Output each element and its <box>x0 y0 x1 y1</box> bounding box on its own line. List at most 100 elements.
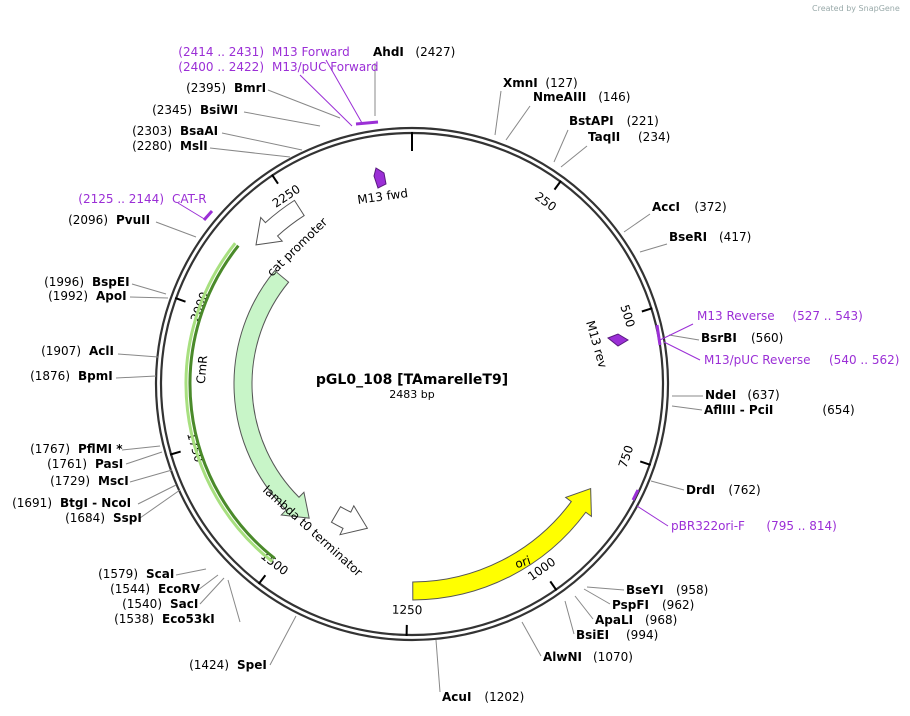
m13-fwd-glyph <box>373 167 387 189</box>
tick-mark <box>257 574 267 585</box>
site-position: (221) <box>627 114 659 128</box>
site-bseyi: BseYI (958) <box>586 583 708 597</box>
primer-m13-puc-reverse: M13/pUC Reverse(540 .. 562) <box>663 341 899 367</box>
tick-mark <box>174 296 186 303</box>
site-pasi: PasI(1761) <box>47 451 163 471</box>
primer-bar <box>631 489 640 501</box>
site-position: (1424) <box>189 658 229 672</box>
site-position: (146) <box>598 90 630 104</box>
site-connector <box>574 595 594 620</box>
site-afliii: AflIII - PciI(654) <box>671 403 855 417</box>
site-name: ScaI <box>146 567 174 581</box>
site-connector <box>129 296 169 299</box>
cmr-outline <box>188 244 276 560</box>
site-name: BsiEI <box>576 628 609 642</box>
site-connector <box>137 484 177 505</box>
site-connector <box>435 639 441 693</box>
cmr-highlight <box>184 242 274 563</box>
site-position: (2345) <box>152 103 192 117</box>
site-name: AcuI <box>442 690 471 704</box>
site-position: (1579) <box>98 567 138 581</box>
site-position: (1767) <box>30 442 70 456</box>
site-name: BpmI <box>78 369 113 383</box>
site-name: SpeI <box>237 658 267 672</box>
site-connector <box>269 615 297 666</box>
site-name: BsaAI <box>180 124 218 138</box>
primer-range: (795 .. 814) <box>766 519 836 533</box>
site-position: (372) <box>694 200 726 214</box>
site-name: PspFI <box>612 598 649 612</box>
site-position: (560) <box>751 331 783 345</box>
primer-annotations: M13 Forward(2414 .. 2431)M13/pUC Forward… <box>78 45 899 533</box>
site-taqii: TaqII(234) <box>560 130 670 168</box>
primer-range: (2400 .. 2422) <box>178 60 264 74</box>
tick-label: 750 <box>616 444 637 470</box>
site-connector <box>227 579 241 623</box>
site-position: (1729) <box>50 474 90 488</box>
site-eco53ki: Eco53kI (1538) <box>114 579 241 626</box>
site-pflmi: PflMI *(1767) <box>30 442 161 456</box>
plasmid-name: pGL0_108 [TAmarelleT9] <box>316 372 508 388</box>
site-name: AflIII - PciI <box>704 403 773 417</box>
primer-connector <box>177 202 207 221</box>
site-position: (1544) <box>110 582 150 596</box>
feature-arrow-2 <box>330 504 369 536</box>
primer-cat-r: CAT-R(2125 .. 2144) <box>78 192 214 221</box>
primer-bar <box>655 324 662 346</box>
site-name: BseYI <box>626 583 664 597</box>
site-position: (417) <box>719 230 751 244</box>
site-name: BtgI - NcoI <box>60 496 131 510</box>
site-drdi: DrdI(762) <box>650 480 761 497</box>
site-connector <box>125 451 163 465</box>
site-name: AccI <box>652 200 680 214</box>
site-position: (1538) <box>114 612 154 626</box>
tick-mark <box>271 173 279 185</box>
site-connector <box>583 588 611 605</box>
site-connector <box>139 489 181 519</box>
site-acli: AclI(1907) <box>41 344 159 358</box>
feature-arrow-0 <box>255 199 305 246</box>
site-bstapi: BstAPI(221) <box>553 114 659 163</box>
site-connector <box>209 147 291 158</box>
site-name: TaqII <box>588 130 620 144</box>
site-connector <box>221 132 303 151</box>
primer-bar <box>355 120 379 126</box>
primer-range: (2414 .. 2431) <box>178 45 264 59</box>
site-position: (958) <box>676 583 708 597</box>
site-connector <box>521 621 542 657</box>
tick-mark <box>639 460 651 466</box>
site-connector <box>553 129 569 163</box>
site-connector <box>586 586 625 591</box>
site-bseri: BseRI(417) <box>639 230 751 253</box>
site-position: (2303) <box>132 124 172 138</box>
site-position: (1070) <box>593 650 633 664</box>
primer-connector <box>325 59 363 124</box>
site-connector <box>494 90 502 136</box>
site-position: (1761) <box>47 457 87 471</box>
site-position: (2395) <box>186 81 226 95</box>
site-connector <box>671 405 703 411</box>
site-bsiei: BsiEI(994) <box>564 600 658 642</box>
primer-m13-forward: M13 Forward (2414 .. 2431) <box>178 45 379 126</box>
site-connector <box>131 283 167 295</box>
site-bmri: BmrI(2395) <box>186 81 341 119</box>
site-bspei: BspEI(1996) <box>44 275 167 295</box>
site-btgi: BtgI - NcoI(1691) <box>12 484 177 510</box>
site-name: AlwNI <box>543 650 582 664</box>
site-connector <box>650 480 685 491</box>
primer-name: M13 Reverse <box>697 309 775 323</box>
site-msli: MslI(2280) <box>132 139 291 158</box>
tick-mark <box>549 580 558 591</box>
primer-name: M13 Forward <box>272 45 350 59</box>
site-connector <box>639 243 668 253</box>
tick-mark <box>169 450 181 456</box>
site-name: AclI <box>89 344 114 358</box>
site-position: (2280) <box>132 139 172 153</box>
site-name: ApaLI <box>595 613 633 627</box>
restriction-sites: AhdI(2427)XmnI(127)NmeAIII(146)BstAPI(22… <box>12 45 855 704</box>
site-name: BspEI <box>92 275 130 289</box>
primer-range: (2125 .. 2144) <box>78 192 164 206</box>
site-position: (968) <box>645 613 677 627</box>
site-name: Eco53kI <box>162 612 215 626</box>
